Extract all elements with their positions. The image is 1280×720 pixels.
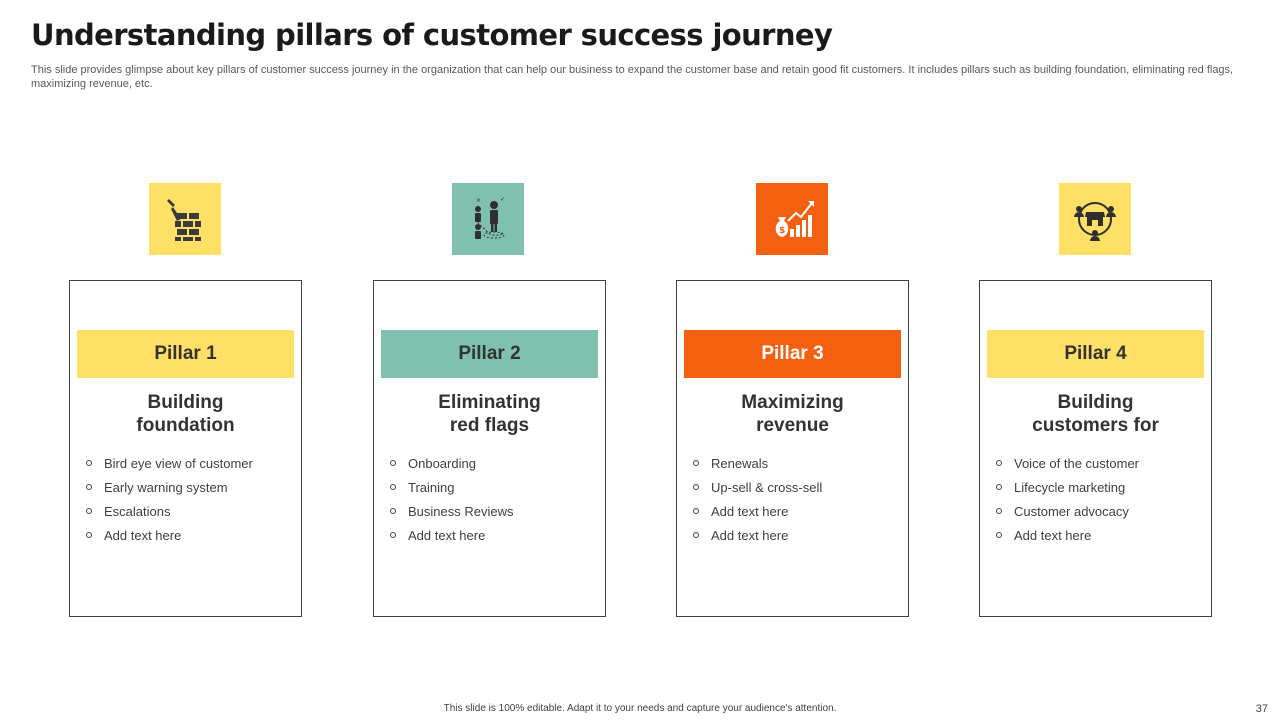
list-item: Renewals <box>693 451 898 475</box>
list-item: Early warning system <box>86 475 291 499</box>
list-item: Add text here <box>996 523 1201 547</box>
pillar-4-label: Pillar 4 <box>987 330 1204 378</box>
people-decision-path-icon: × ✓ <box>475 196 505 239</box>
slide-footer: This slide is 100% editable. Adapt it to… <box>443 703 837 714</box>
list-item: Customer advocacy <box>996 499 1201 523</box>
slide-title: Understanding pillars of customer succes… <box>31 18 833 52</box>
money-bag-growth-chart-icon: $ <box>775 201 814 237</box>
pillar-3-card: Pillar 3 Maximizing revenue Renewals Up-… <box>676 280 909 617</box>
list-item: Business Reviews <box>390 499 595 523</box>
svg-text:✓: ✓ <box>500 196 505 203</box>
store-customers-network-icon <box>1074 202 1116 241</box>
page-number: 37 <box>1255 703 1268 715</box>
pillar-2-card: Pillar 2 Eliminating red flags Onboardin… <box>373 280 606 617</box>
pillar-3-bullets: Renewals Up-sell & cross-sell Add text h… <box>693 451 898 547</box>
pillar-2-label: Pillar 2 <box>381 330 598 378</box>
pillar-1-heading: Building foundation <box>136 392 235 436</box>
pillar-1-card: Pillar 1 Building foundation Bird eye vi… <box>69 280 302 617</box>
list-item: Training <box>390 475 595 499</box>
pillar-4-heading: Building customers for <box>1032 392 1159 436</box>
list-item: Add text here <box>693 523 898 547</box>
list-item: Bird eye view of customer <box>86 451 291 475</box>
list-item: Onboarding <box>390 451 595 475</box>
svg-text:×: × <box>476 197 481 204</box>
pillar-2-icon-box: × ✓ <box>452 183 524 255</box>
pillar-3-label: Pillar 3 <box>684 330 901 378</box>
brick-wall-trowel-icon <box>167 199 201 241</box>
list-item: Add text here <box>86 523 291 547</box>
pillar-2-bullets: Onboarding Training Business Reviews Add… <box>390 451 595 547</box>
pillar-4-card: Pillar 4 Building customers for Voice of… <box>979 280 1212 617</box>
slide-subtitle: This slide provides glimpse about key pi… <box>31 64 1234 90</box>
pillar-1-bullets: Bird eye view of customer Early warning … <box>86 451 291 547</box>
pillar-4-icon-box <box>1059 183 1131 255</box>
list-item: Lifecycle marketing <box>996 475 1201 499</box>
list-item: Voice of the customer <box>996 451 1201 475</box>
list-item: Escalations <box>86 499 291 523</box>
pillar-1-icon-box <box>149 183 221 255</box>
pillar-4-bullets: Voice of the customer Lifecycle marketin… <box>996 451 1201 547</box>
pillar-1-label: Pillar 1 <box>77 330 294 378</box>
pillar-2-heading: Eliminating red flags <box>438 392 541 436</box>
list-item: Add text here <box>390 523 595 547</box>
list-item: Up-sell & cross-sell <box>693 475 898 499</box>
pillar-3-icon-box: $ <box>756 183 828 255</box>
list-item: Add text here <box>693 499 898 523</box>
pillar-3-heading: Maximizing revenue <box>741 392 844 436</box>
svg-text:$: $ <box>779 226 785 236</box>
